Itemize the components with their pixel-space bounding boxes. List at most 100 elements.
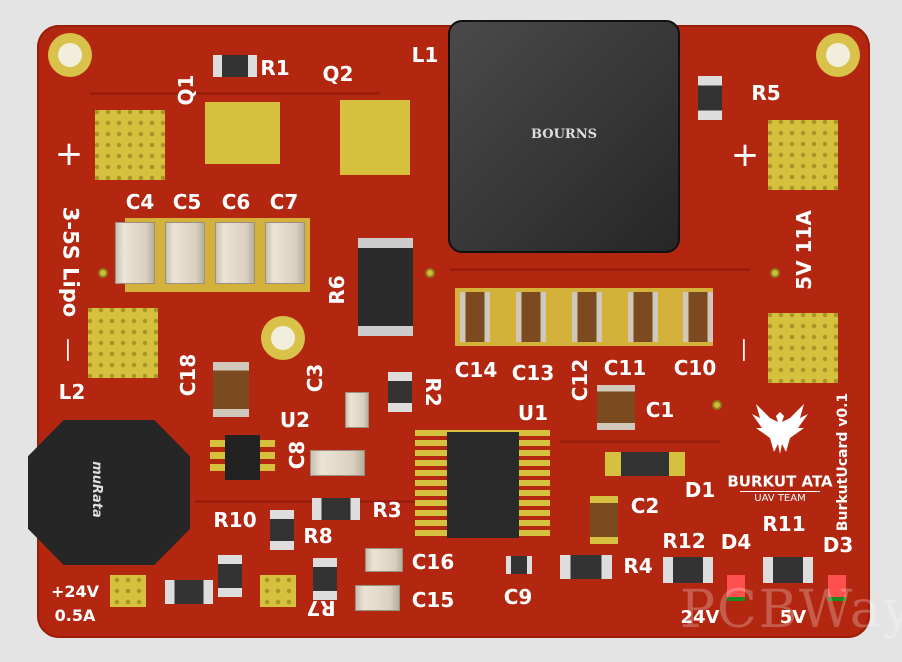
input-plus: + <box>54 134 84 174</box>
label-c12: C12 <box>568 358 592 402</box>
label-l2: L2 <box>58 380 86 404</box>
input-minus-pad <box>88 308 158 378</box>
c13-capacitor <box>516 292 546 342</box>
c10-capacitor <box>683 292 713 342</box>
l2-inductor: muRata <box>28 420 190 565</box>
r1-resistor <box>213 55 257 77</box>
label-r3: R3 <box>372 498 402 522</box>
label-d4: D4 <box>720 530 752 554</box>
label-r7: R7 <box>306 596 336 620</box>
in24-current: 0.5A <box>54 606 96 625</box>
output-plus-pad <box>768 120 838 190</box>
label-c5: C5 <box>172 190 202 214</box>
c12-capacitor <box>572 292 602 342</box>
team-name: BURKUT ATA <box>727 472 833 491</box>
c8-capacitor <box>310 450 365 476</box>
c15-capacitor <box>355 585 400 611</box>
label-c2: C2 <box>630 494 660 518</box>
label-q2: Q2 <box>322 62 354 86</box>
label-c13: C13 <box>511 361 555 385</box>
logo-divider <box>740 491 820 492</box>
output-minus-pad <box>768 313 838 383</box>
mounting-hole <box>816 33 860 77</box>
label-d3: D3 <box>822 533 854 557</box>
label-r6: R6 <box>325 275 349 305</box>
r12-resistor <box>663 557 713 583</box>
label-r10: R10 <box>213 508 257 532</box>
c9-capacitor <box>506 556 532 574</box>
label-c4: C4 <box>125 190 155 214</box>
label-c8: C8 <box>285 440 309 470</box>
label-c15: C15 <box>411 588 455 612</box>
d3-led <box>828 575 846 601</box>
r2-resistor <box>388 372 412 412</box>
label-c18: C18 <box>176 353 200 397</box>
via <box>712 400 722 410</box>
input-plus-pad <box>95 110 165 180</box>
r4-resistor <box>560 555 612 579</box>
label-c3: C3 <box>303 363 327 393</box>
via <box>425 268 435 278</box>
c1-capacitor <box>597 385 635 430</box>
label-c11: C11 <box>603 356 647 380</box>
c6-capacitor <box>215 222 255 284</box>
c2-capacitor <box>590 496 618 544</box>
r-resistor <box>218 555 242 597</box>
pad <box>260 575 296 607</box>
l2-brand: muRata <box>88 461 104 518</box>
led-24v-label: 24V <box>680 607 720 628</box>
r6-shunt-resistor <box>358 238 413 336</box>
input-minus: — <box>55 338 83 362</box>
label-r2: R2 <box>421 377 445 407</box>
mounting-hole <box>261 316 305 360</box>
r7-resistor <box>313 558 337 600</box>
trace <box>560 440 720 443</box>
l1-inductor: BOURNS <box>448 20 680 253</box>
label-l1: L1 <box>411 43 439 67</box>
c11-capacitor <box>628 292 658 342</box>
label-c9: C9 <box>503 585 533 609</box>
c14-capacitor <box>460 292 490 342</box>
c4-capacitor <box>115 222 155 284</box>
label-r1: R1 <box>260 56 290 80</box>
c7-capacitor <box>265 222 305 284</box>
q2-mosfet <box>340 100 410 175</box>
watermark: PCBWay <box>680 580 902 640</box>
via <box>770 268 780 278</box>
label-r11: R11 <box>762 512 806 536</box>
pad-24v <box>110 575 146 607</box>
label-r4: R4 <box>623 554 653 578</box>
label-r5: R5 <box>751 81 781 105</box>
r11-resistor <box>763 557 813 583</box>
label-c14: C14 <box>454 358 498 382</box>
input-label: 3-5S Lipo <box>58 206 83 318</box>
d1-diode <box>605 452 685 476</box>
label-c6: C6 <box>221 190 251 214</box>
label-r8: R8 <box>303 524 333 548</box>
r5-resistor <box>698 76 722 120</box>
label-c16: C16 <box>411 550 455 574</box>
u1-chip <box>447 432 519 538</box>
label-u2: U2 <box>279 408 311 432</box>
label-d1: D1 <box>684 478 716 502</box>
r10-resistor <box>270 510 294 550</box>
d4-led <box>727 575 745 601</box>
output-minus: — <box>731 338 759 362</box>
u2-chip <box>225 435 260 480</box>
resistor <box>165 580 213 604</box>
l1-brand: BOURNS <box>531 127 597 142</box>
burkut-eagle-logo <box>748 402 812 464</box>
label-c1: C1 <box>645 398 675 422</box>
c5-capacitor <box>165 222 205 284</box>
label-r12: R12 <box>662 529 706 553</box>
board-name: BurkutUcard v0.1 <box>835 392 851 532</box>
led-5v-label: 5V <box>779 607 807 628</box>
trace <box>90 92 380 95</box>
team-sub: UAV TEAM <box>754 493 806 504</box>
output-label: 5V 11A <box>792 210 816 290</box>
label-u1: U1 <box>517 401 549 425</box>
label-c10: C10 <box>673 356 717 380</box>
c18-capacitor <box>213 362 249 417</box>
label-c7: C7 <box>269 190 299 214</box>
q1-mosfet <box>205 102 280 164</box>
